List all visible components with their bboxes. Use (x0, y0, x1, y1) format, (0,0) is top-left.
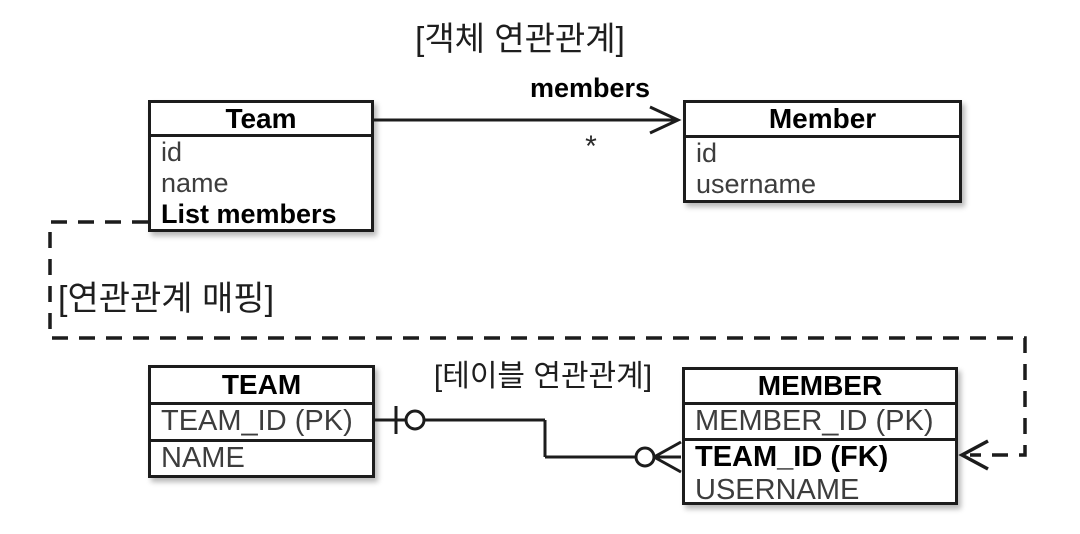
member-table-column-username: USERNAME (695, 474, 860, 506)
member-class-field-id: id (696, 138, 718, 168)
member-table-column-pk: MEMBER_ID (PK) (685, 405, 955, 441)
team-table-column-name: NAME (161, 441, 245, 474)
member-class-field-username: username (696, 169, 817, 199)
team-table-column-pk: TEAM_ID (PK) (151, 405, 372, 442)
member-class-box: Member id username (683, 100, 962, 203)
dashed-arrowhead-icon (958, 439, 989, 471)
association-multiplicity: * (585, 130, 597, 163)
member-table-title: MEMBER (685, 370, 955, 405)
team-class-title: Team (151, 103, 371, 137)
team-table-title: TEAM (151, 368, 372, 405)
association-mapping-title: [연관관계 매핑] (58, 280, 275, 318)
cardinality-circle-icon (404, 409, 426, 431)
crow-foot-many-icon (653, 440, 682, 474)
team-class-field-list-members: List members (161, 199, 337, 229)
object-association-title: [객체 연관관계] (415, 20, 625, 57)
team-class-field-name: name (161, 168, 229, 198)
object-association-arrow (374, 105, 682, 135)
member-table-box: MEMBER MEMBER_ID (PK) TEAM_ID (FK) USERN… (682, 367, 958, 506)
team-table-box: TEAM TEAM_ID (PK) NAME (148, 365, 375, 478)
table-association-connector (375, 406, 682, 474)
team-class-field-id: id (161, 137, 183, 167)
team-class-box: Team id name List members (148, 100, 374, 232)
cardinality-circle-icon (634, 446, 656, 468)
open-arrowhead-icon (649, 105, 682, 135)
member-table-column-fk: TEAM_ID (FK) (695, 441, 889, 473)
table-association-title: [테이블 연관관계] (433, 360, 653, 393)
association-label: members (529, 73, 651, 103)
member-class-title: Member (686, 103, 959, 138)
